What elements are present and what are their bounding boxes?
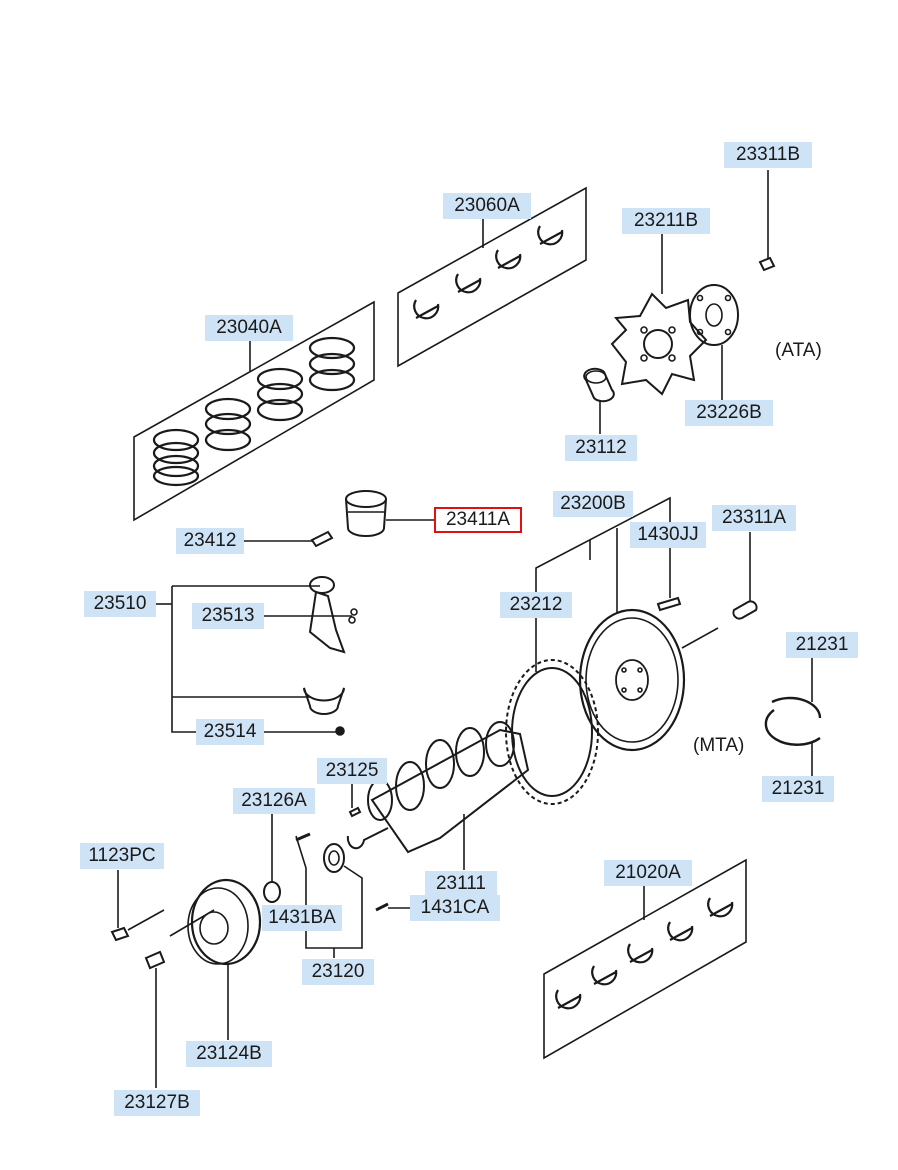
note-mta: (MTA) — [693, 735, 745, 756]
key-1431BA — [296, 834, 310, 840]
bushing-23112 — [584, 369, 614, 401]
piston-pin-23412 — [312, 532, 332, 546]
rod-bearing-23514 — [304, 688, 344, 735]
label-23311B[interactable]: 23311B — [724, 142, 812, 168]
label-23510[interactable]: 23510 — [84, 591, 156, 617]
label-23111[interactable]: 23111 — [425, 871, 497, 897]
bolt-23311A — [733, 601, 756, 618]
pulley-23124B — [170, 880, 260, 964]
label-23120[interactable]: 23120 — [302, 959, 374, 985]
label-23127B[interactable]: 23127B — [114, 1090, 200, 1116]
drive-plate-23211B — [612, 294, 706, 394]
bearing-set-21020A — [544, 860, 746, 1058]
bolt-1123PC — [112, 928, 128, 940]
bearing-set-23060A — [398, 188, 586, 366]
label-23513[interactable]: 23513 — [192, 603, 264, 629]
key-23125 — [350, 808, 360, 816]
ring-gear-23212 — [506, 660, 598, 804]
bolt-23311B — [760, 170, 774, 270]
label-23124B[interactable]: 23124B — [186, 1041, 272, 1067]
label-23514[interactable]: 23514 — [196, 719, 264, 745]
label-23212[interactable]: 23212 — [500, 592, 572, 618]
label-1431BA[interactable]: 1431BA — [262, 905, 342, 931]
dowel-pin-1430JJ — [658, 598, 680, 610]
label-1430JJ[interactable]: 1430JJ — [630, 522, 706, 548]
label-21020A[interactable]: 21020A — [604, 860, 692, 886]
label-23125[interactable]: 23125 — [317, 758, 387, 784]
label-21231-bottom[interactable]: 21231 — [762, 776, 834, 802]
label-23411A[interactable]: 23411A — [434, 507, 522, 533]
label-23200B[interactable]: 23200B — [553, 491, 633, 517]
pin-1431CA — [376, 904, 388, 910]
label-1123PC[interactable]: 1123PC — [80, 843, 164, 869]
connecting-rod-23510 — [310, 577, 357, 652]
crankshaft-23111 — [348, 722, 528, 852]
piston-ring-set-23040A — [134, 302, 374, 520]
label-23060A[interactable]: 23060A — [443, 193, 531, 219]
label-23040A[interactable]: 23040A — [205, 315, 293, 341]
label-23112[interactable]: 23112 — [565, 435, 637, 461]
sprocket-23120 — [324, 844, 344, 872]
label-23226B[interactable]: 23226B — [685, 400, 773, 426]
piston-23411A — [346, 491, 386, 536]
label-23311A[interactable]: 23311A — [712, 505, 796, 531]
bolt-23127B — [146, 952, 164, 968]
label-21231-top[interactable]: 21231 — [786, 632, 858, 658]
note-ata: (ATA) — [775, 340, 822, 361]
label-1431CA[interactable]: 1431CA — [410, 895, 500, 921]
label-23412[interactable]: 23412 — [176, 528, 244, 554]
label-23211B[interactable]: 23211B — [622, 208, 710, 234]
label-23126A[interactable]: 23126A — [233, 788, 315, 814]
flywheel-23200B — [580, 610, 684, 750]
adapter-plate-23226B — [690, 285, 738, 345]
thrust-washer-21231 — [766, 698, 820, 745]
seal-23126A — [264, 882, 280, 902]
